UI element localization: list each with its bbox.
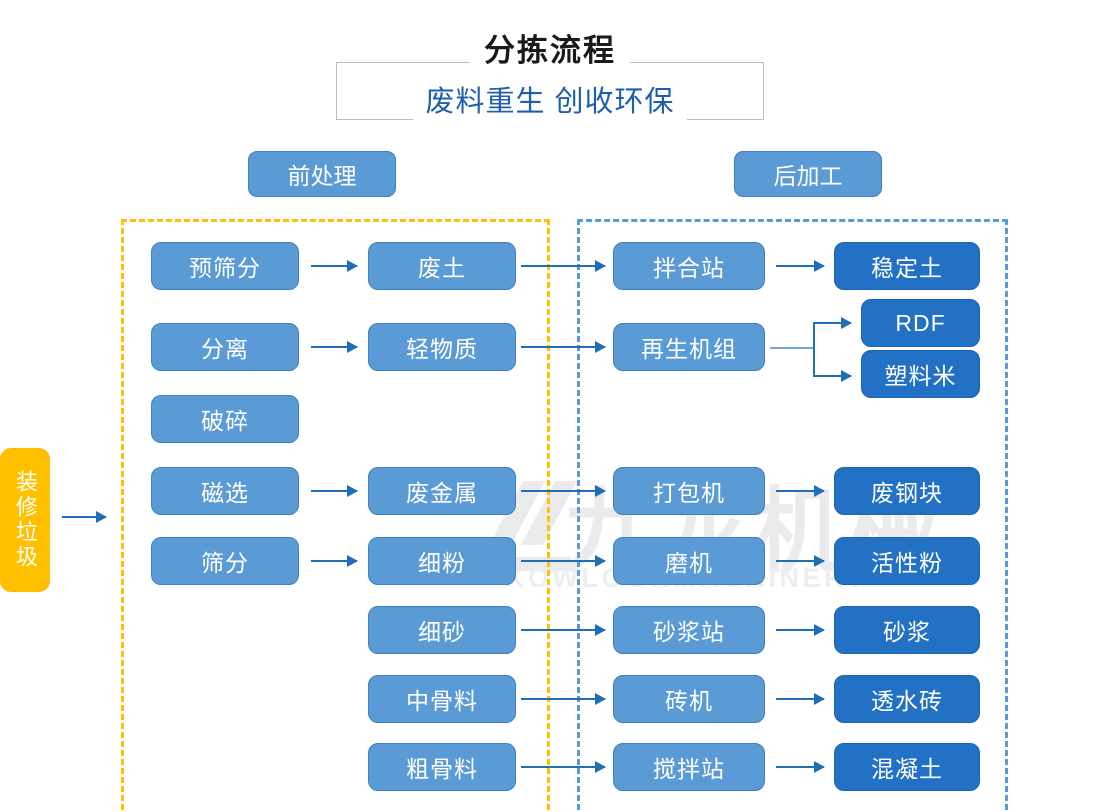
node-magnetic-label: 磁选: [201, 480, 249, 506]
arrow-separate-to-light-material: [311, 341, 358, 353]
arrow-fine-powder-to-grinder: [521, 555, 606, 567]
page-subtitle-text: 废料重生 创收环保: [413, 84, 687, 120]
node-medium-aggregate[interactable]: 中骨料: [368, 675, 516, 723]
node-pre-screen-label: 预筛分: [189, 255, 261, 281]
node-plastic-pellet-label: 塑料米: [884, 363, 957, 389]
arrow-fine-sand-to-mortar-station: [521, 624, 606, 636]
node-stabilized-soil-label: 稳定土: [871, 255, 943, 281]
input-material-label: 装修垃圾: [12, 470, 38, 570]
node-fine-powder[interactable]: 细粉: [368, 537, 516, 585]
pre-process-zone-boundary: [121, 219, 550, 812]
node-sieve-label: 筛分: [201, 550, 249, 576]
node-waste-metal[interactable]: 废金属: [368, 467, 516, 515]
section-tab-post-process-label: 后加工: [773, 163, 843, 189]
arrow-recycling-unit-to-rdf: [813, 317, 852, 329]
section-tab-pre-process-label: 前处理: [287, 163, 357, 189]
node-coarse-aggregate[interactable]: 粗骨料: [368, 743, 516, 791]
page-title: 分拣流程: [0, 31, 1100, 71]
arrow-mortar-station-to-mortar: [776, 624, 825, 636]
arrow-recycling-unit-to-plastic-pellet: [813, 370, 852, 382]
arrow-grinder-to-active-powder: [776, 555, 825, 567]
node-waste-soil[interactable]: 废土: [368, 242, 516, 290]
node-recycling-unit-label: 再生机组: [641, 336, 737, 362]
node-recycling-unit[interactable]: 再生机组: [613, 323, 765, 371]
arrow-magnetic-to-waste-metal: [311, 485, 358, 497]
node-scrap-steel[interactable]: 废钢块: [834, 467, 980, 515]
arrow-sieve-to-fine-powder: [311, 555, 358, 567]
node-mortar-station[interactable]: 砂浆站: [613, 606, 765, 654]
node-light-material[interactable]: 轻物质: [368, 323, 516, 371]
arrow-stirring-station-to-concrete: [776, 761, 825, 773]
node-coarse-aggregate-label: 粗骨料: [406, 756, 478, 782]
node-rdf[interactable]: RDF: [861, 299, 980, 347]
arrow-input-to-process: [62, 511, 107, 523]
node-plastic-pellet[interactable]: 塑料米: [861, 350, 980, 398]
node-mixing-station-label: 拌合站: [653, 255, 725, 281]
section-tab-pre-process[interactable]: 前处理: [248, 151, 396, 197]
arrow-waste-soil-to-mixing-station: [521, 260, 606, 272]
input-material-block: 装修垃圾: [0, 448, 50, 592]
node-brick-machine-label: 砖机: [665, 688, 713, 714]
arrow-mixing-station-to-stabilized-soil: [776, 260, 825, 272]
page-title-text: 分拣流程: [470, 31, 630, 71]
page-subtitle: 废料重生 创收环保: [0, 84, 1100, 120]
node-permeable-brick[interactable]: 透水砖: [834, 675, 980, 723]
node-stabilized-soil[interactable]: 稳定土: [834, 242, 980, 290]
node-fine-powder-label: 细粉: [418, 550, 466, 576]
node-permeable-brick-label: 透水砖: [871, 688, 943, 714]
arrow-brick-machine-to-permeable-brick: [776, 693, 825, 705]
node-concrete[interactable]: 混凝土: [834, 743, 980, 791]
node-waste-soil-label: 废土: [418, 255, 466, 281]
node-scrap-steel-label: 废钢块: [871, 480, 943, 506]
node-fine-sand-label: 细砂: [418, 619, 466, 645]
node-magnetic[interactable]: 磁选: [151, 467, 299, 515]
fork-stem-recycling-unit: [770, 347, 814, 349]
node-mixing-station[interactable]: 拌合站: [613, 242, 765, 290]
node-grinder[interactable]: 磨机: [613, 537, 765, 585]
node-stirring-station[interactable]: 搅拌站: [613, 743, 765, 791]
arrow-medium-aggregate-to-brick-machine: [521, 693, 606, 705]
post-process-zone-boundary: [577, 219, 1008, 812]
node-baler-label: 打包机: [653, 480, 725, 506]
node-active-powder-label: 活性粉: [871, 550, 943, 576]
node-separate-label: 分离: [201, 336, 249, 362]
node-stirring-station-label: 搅拌站: [653, 756, 725, 782]
node-rdf-label: RDF: [895, 309, 946, 336]
node-sieve[interactable]: 筛分: [151, 537, 299, 585]
node-separate[interactable]: 分离: [151, 323, 299, 371]
node-concrete-label: 混凝土: [871, 756, 943, 782]
node-medium-aggregate-label: 中骨料: [406, 688, 478, 714]
node-active-powder[interactable]: 活性粉: [834, 537, 980, 585]
arrow-waste-metal-to-baler: [521, 485, 606, 497]
node-baler[interactable]: 打包机: [613, 467, 765, 515]
fork-vertical-recycling-unit: [813, 322, 815, 376]
arrow-pre-screen-to-waste-soil: [311, 260, 358, 272]
node-waste-metal-label: 废金属: [406, 480, 478, 506]
node-light-material-label: 轻物质: [406, 336, 478, 362]
arrow-light-material-to-recycling-unit: [521, 341, 606, 353]
node-mortar[interactable]: 砂浆: [834, 606, 980, 654]
node-mortar-label: 砂浆: [883, 619, 931, 645]
node-grinder-label: 磨机: [665, 550, 713, 576]
node-brick-machine[interactable]: 砖机: [613, 675, 765, 723]
node-crush-label: 破碎: [201, 408, 249, 434]
arrow-coarse-aggregate-to-stirring-station: [521, 761, 606, 773]
node-pre-screen[interactable]: 预筛分: [151, 242, 299, 290]
section-tab-post-process[interactable]: 后加工: [734, 151, 882, 197]
arrow-baler-to-scrap-steel: [776, 485, 825, 497]
node-fine-sand[interactable]: 细砂: [368, 606, 516, 654]
node-mortar-station-label: 砂浆站: [653, 619, 725, 645]
node-crush[interactable]: 破碎: [151, 395, 299, 443]
